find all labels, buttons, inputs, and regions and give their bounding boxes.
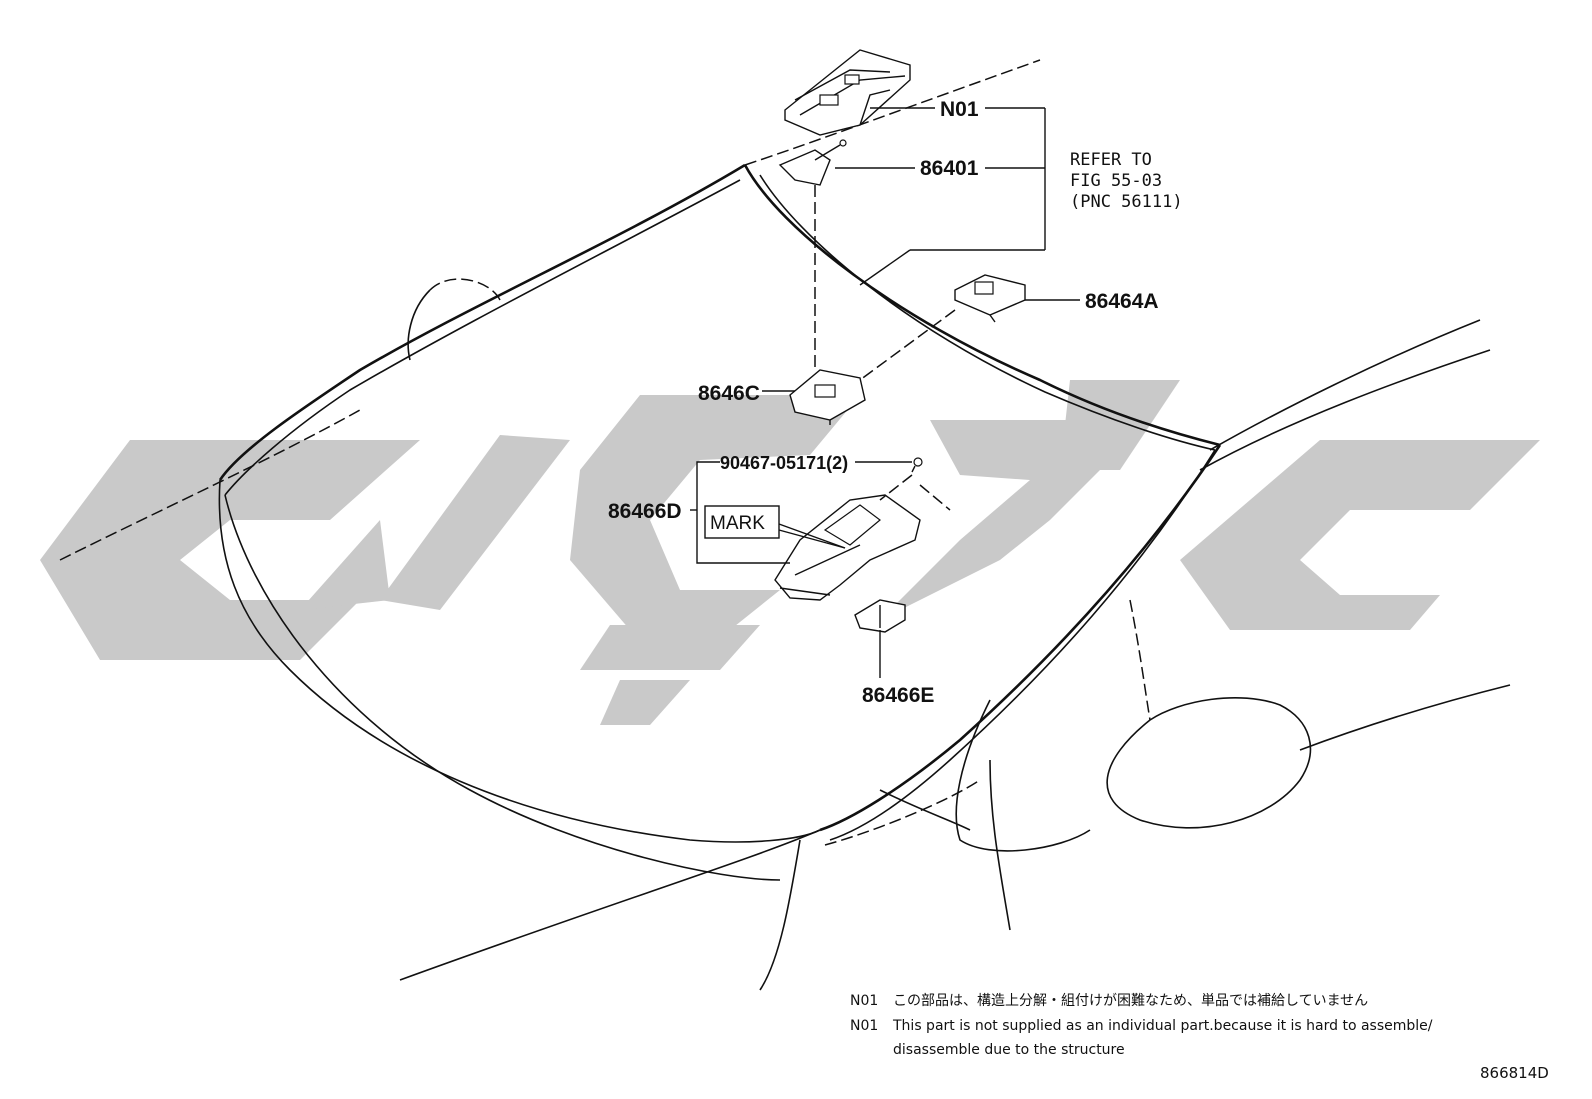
- cover-86466d-part: [774, 457, 923, 601]
- callout-86401: 86401: [920, 157, 979, 180]
- windshield-outline: [59, 59, 1511, 991]
- clip-86466e-part: [854, 599, 906, 633]
- callout-86464a: 86464A: [1085, 290, 1159, 313]
- note-en-text-1: This part is not supplied as an individu…: [892, 1018, 1433, 1034]
- callout-8646c: 8646C: [698, 382, 760, 405]
- mark-label: MARK: [710, 513, 765, 534]
- note-jp-text: この部品は、構造上分解・組付けが困難なため、単品では補給していません: [893, 993, 1368, 1009]
- refer-line-2: FIG 55-03: [1070, 171, 1162, 191]
- n01-bracket-part: [784, 49, 911, 136]
- callout-86466d: 86466D: [608, 500, 682, 523]
- sensor-86401-part: [778, 139, 847, 186]
- callout-90467: 90467-05171(2): [720, 453, 848, 473]
- assembly-paths: [814, 185, 956, 511]
- note-en-text-2: disassemble due to the structure: [893, 1042, 1125, 1058]
- watermark: [40, 380, 1540, 725]
- figure-id: 866814D: [1480, 1064, 1549, 1082]
- bracket-86464a-part: [954, 274, 1026, 323]
- callout-n01: N01: [940, 98, 979, 121]
- bracket-8646c-part: [789, 369, 866, 425]
- note-en-code: N01: [850, 1018, 878, 1034]
- callout-86466e: 86466E: [862, 684, 934, 707]
- leader-lines: [690, 107, 1080, 678]
- mark-box: [704, 505, 780, 539]
- refer-line-1: REFER TO: [1070, 150, 1152, 170]
- refer-line-3: (PNC 56111): [1070, 192, 1183, 212]
- note-jp-code: N01: [850, 993, 878, 1009]
